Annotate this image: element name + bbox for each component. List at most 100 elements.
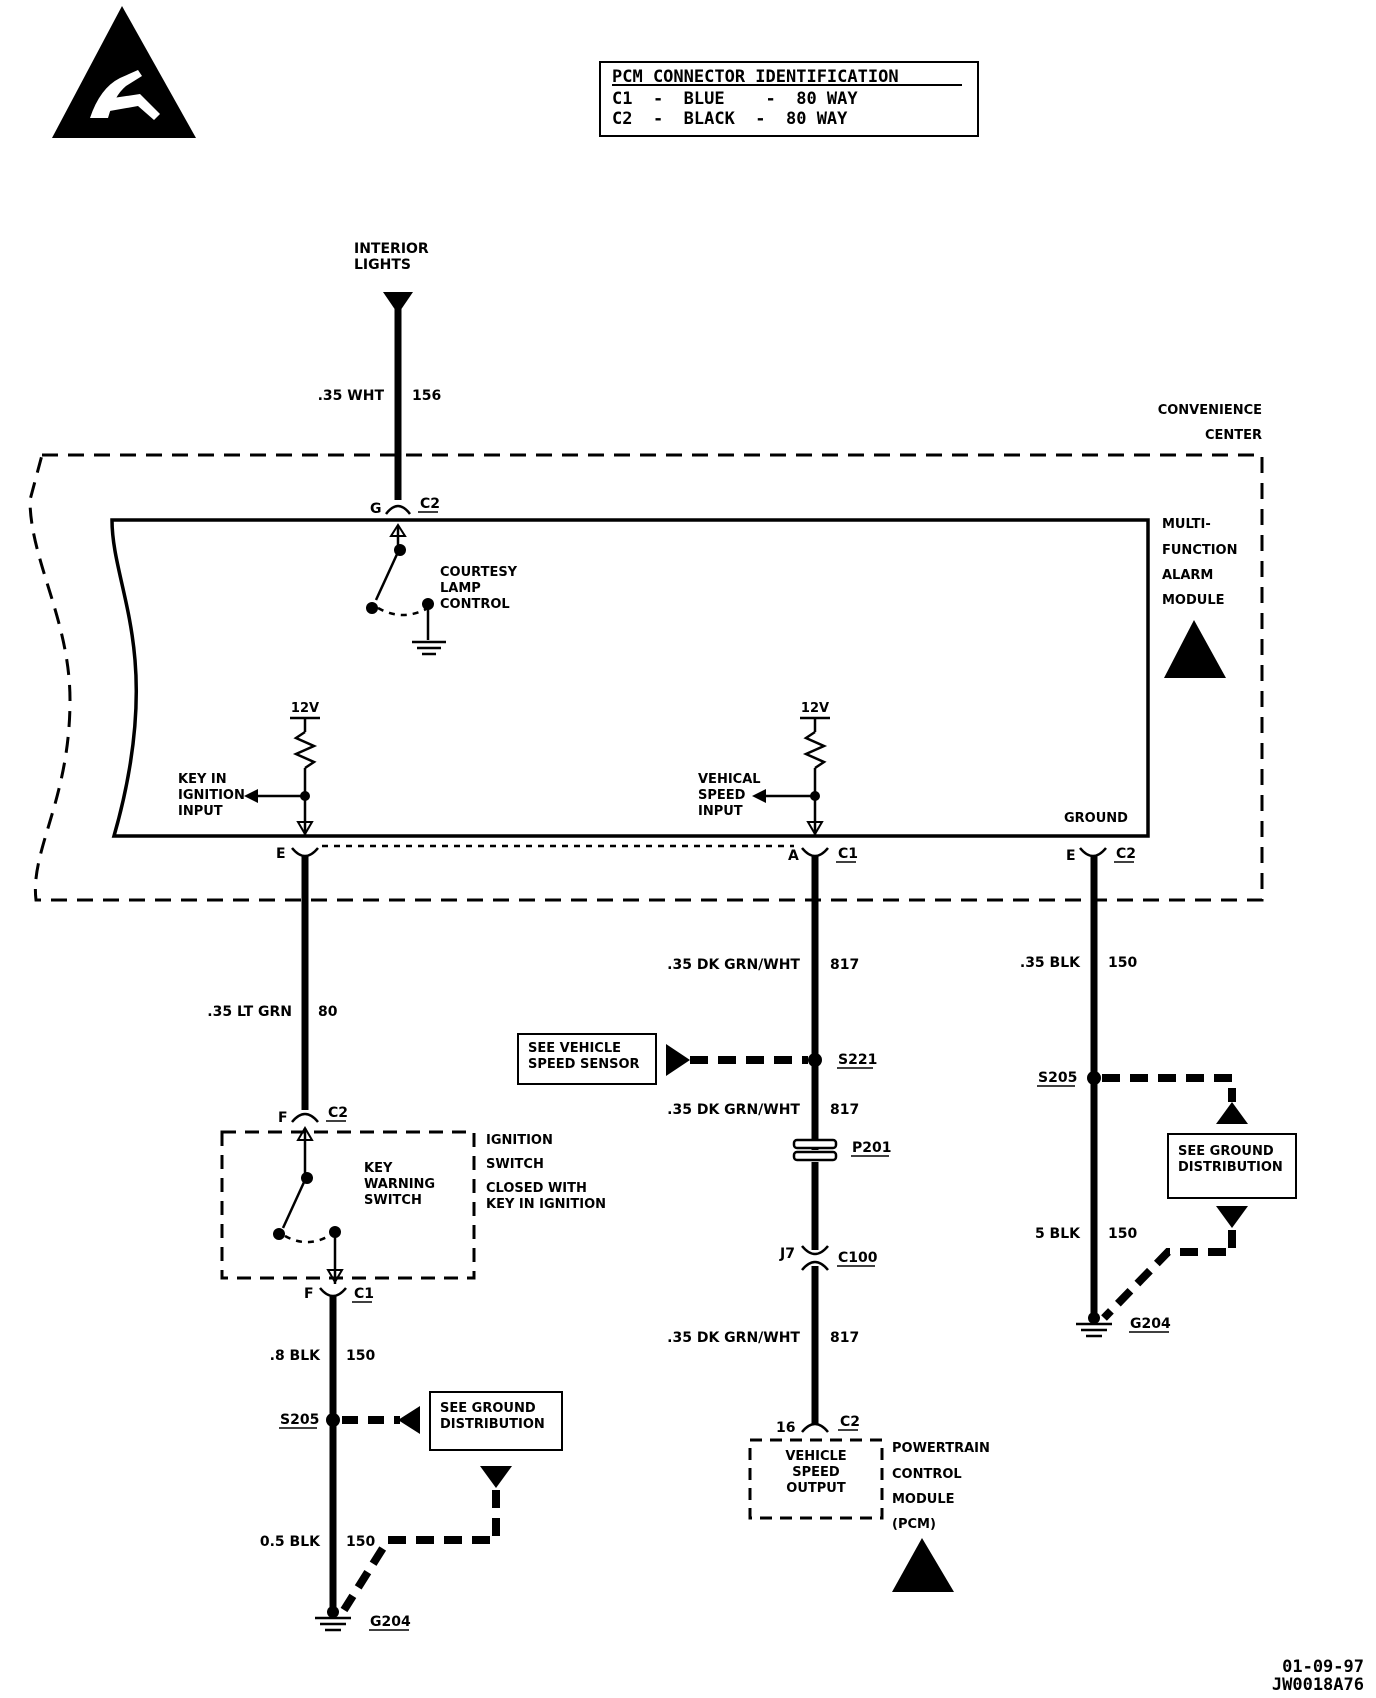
key-in-ignition-circuit — [244, 716, 320, 836]
key-in-label-2: IGNITION — [178, 788, 245, 803]
right-ground-symbol-icon — [1076, 1312, 1112, 1338]
left-see-ground-1: SEE GROUND — [440, 1401, 536, 1416]
convenience-center-label-2: CENTER — [1205, 428, 1262, 443]
pin-e-left: E — [276, 846, 286, 862]
pcm-connector-table: PCM CONNECTOR IDENTIFICATION C1 - BLUE -… — [599, 61, 979, 137]
veh-label-3: INPUT — [698, 804, 743, 819]
left-see-ground-2: DISTRIBUTION — [440, 1417, 545, 1432]
right-splice-s205: S205 — [1038, 1070, 1077, 1086]
left-wire2-gauge: .8 BLK — [270, 1348, 322, 1364]
key-warning-2: WARNING — [364, 1177, 435, 1192]
conn-c2-right: C2 — [1116, 846, 1136, 862]
alarm-module-box — [110, 518, 1150, 838]
module-esd-icon — [1164, 620, 1226, 678]
left-ground-g204: G204 — [370, 1614, 411, 1630]
pcm-table-title: PCM CONNECTOR IDENTIFICATION — [612, 67, 899, 87]
mid-conn-c2: C2 — [840, 1414, 860, 1430]
pcm-label-2: CONTROL — [892, 1467, 962, 1482]
right-wire2-circuit: 150 — [1108, 1226, 1137, 1242]
left-ground-dist-arrow-icon — [480, 1466, 512, 1488]
convenience-center-outline — [28, 453, 1264, 902]
pcm-esd-icon — [892, 1538, 954, 1592]
mid-wire2-gauge: .35 DK GRN/WHT — [667, 1102, 800, 1118]
key-warning-3: SWITCH — [364, 1193, 422, 1208]
right-wire2-gauge: 5 BLK — [1035, 1226, 1081, 1242]
p201-connector-icon — [792, 1138, 838, 1162]
conn-c2-top: C2 — [420, 496, 440, 512]
key-warning-switch — [273, 1126, 344, 1284]
left-pin-f-top: F — [278, 1110, 288, 1126]
mid-p201: P201 — [852, 1140, 891, 1156]
pcm-label-1: POWERTRAIN — [892, 1441, 990, 1456]
left-wire1-circuit: 80 — [318, 1004, 338, 1020]
pcm-table-row1: C1 - BLUE - 80 WAY — [612, 89, 858, 109]
mid-c100: C100 — [838, 1250, 878, 1266]
top-wire-circuit: 156 — [412, 388, 441, 404]
vso-label-2: SPEED — [792, 1465, 840, 1480]
right-wire1-gauge: .35 BLK — [1020, 955, 1081, 971]
right-see-ground-box[interactable] — [1167, 1133, 1297, 1199]
left-wire1-gauge: .35 LT GRN — [207, 1004, 292, 1020]
mid-pin-j7: J7 — [779, 1246, 795, 1262]
esd-warning-icon — [52, 6, 196, 138]
mid-wire1-circuit: 817 — [830, 957, 859, 973]
pcm-table-row2: C2 - BLACK - 80 WAY — [612, 109, 848, 129]
vso-label-3: OUTPUT — [786, 1481, 846, 1496]
courtesy-label-2: LAMP — [440, 581, 481, 596]
see-vss-1: SEE VEHICLE — [528, 1041, 621, 1056]
ignition-switch-box — [220, 1130, 476, 1280]
mid-wire2-circuit: 817 — [830, 1102, 859, 1118]
ign-label-2: SWITCH — [486, 1157, 544, 1172]
ign-label-1: IGNITION — [486, 1133, 553, 1148]
mid-splice-s221: S221 — [838, 1052, 877, 1068]
left-conn-c2: C2 — [328, 1105, 348, 1121]
key-warning-1: KEY — [364, 1161, 393, 1176]
pcm-label-4: (PCM) — [892, 1517, 936, 1532]
interior-lights-label: INTERIOR — [354, 241, 429, 257]
v12-left: 12V — [291, 701, 319, 716]
right-see-ground-1: SEE GROUND — [1178, 1144, 1274, 1159]
right-ground-dist-down-arrow-icon — [1216, 1206, 1248, 1228]
left-see-ground-box[interactable] — [429, 1391, 563, 1451]
vso-label-1: VEHICLE — [785, 1449, 846, 1464]
right-ground-g204: G204 — [1130, 1316, 1171, 1332]
right-see-ground-2: DISTRIBUTION — [1178, 1160, 1283, 1175]
module-name-4: MODULE — [1162, 593, 1225, 608]
left-splice-s205: S205 — [280, 1412, 319, 1428]
vehicle-speed-input-circuit — [752, 716, 830, 836]
mid-wire3-circuit: 817 — [830, 1330, 859, 1346]
footer-code: JW0018A76 — [1272, 1675, 1364, 1695]
pin-e-right: E — [1066, 848, 1076, 864]
left-ground-symbol-icon — [315, 1606, 351, 1632]
ign-label-4: KEY IN IGNITION — [486, 1197, 606, 1212]
left-see-ground-arrow-icon — [398, 1406, 420, 1434]
left-conn-c1: C1 — [354, 1286, 374, 1302]
left-wire3-gauge: 0.5 BLK — [260, 1534, 321, 1550]
left-pin-f-bottom: F — [304, 1286, 314, 1302]
courtesy-label-3: CONTROL — [440, 597, 510, 612]
right-ground-dist-up-arrow-icon — [1216, 1102, 1248, 1124]
module-name-1: MULTI- — [1162, 517, 1211, 532]
veh-label-2: SPEED — [698, 788, 746, 803]
key-in-label-3: INPUT — [178, 804, 223, 819]
courtesy-lamp-switch — [366, 523, 446, 656]
pcm-dashed-box — [748, 1438, 884, 1520]
right-wire1-circuit: 150 — [1108, 955, 1137, 971]
ground-label: GROUND — [1064, 811, 1128, 826]
top-wire-gauge: .35 WHT — [318, 388, 385, 404]
left-wire3-circuit: 150 — [346, 1534, 375, 1550]
key-in-label-1: KEY IN — [178, 772, 227, 787]
left-wire2-circuit: 150 — [346, 1348, 375, 1364]
courtesy-label-1: COURTESY — [440, 565, 518, 580]
ign-label-3: CLOSED WITH — [486, 1181, 587, 1196]
v12-mid: 12V — [801, 701, 829, 716]
see-vss-box[interactable] — [517, 1033, 657, 1085]
footer-date: 01-09-97 — [1282, 1657, 1364, 1677]
veh-label-1: VEHICAL — [698, 772, 761, 787]
pcm-label-3: MODULE — [892, 1492, 955, 1507]
interior-lights-label-2: LIGHTS — [354, 257, 411, 273]
mid-pin-16: 16 — [776, 1420, 795, 1436]
pin-g: G — [370, 501, 382, 517]
conn-c1-mid: C1 — [838, 846, 858, 862]
